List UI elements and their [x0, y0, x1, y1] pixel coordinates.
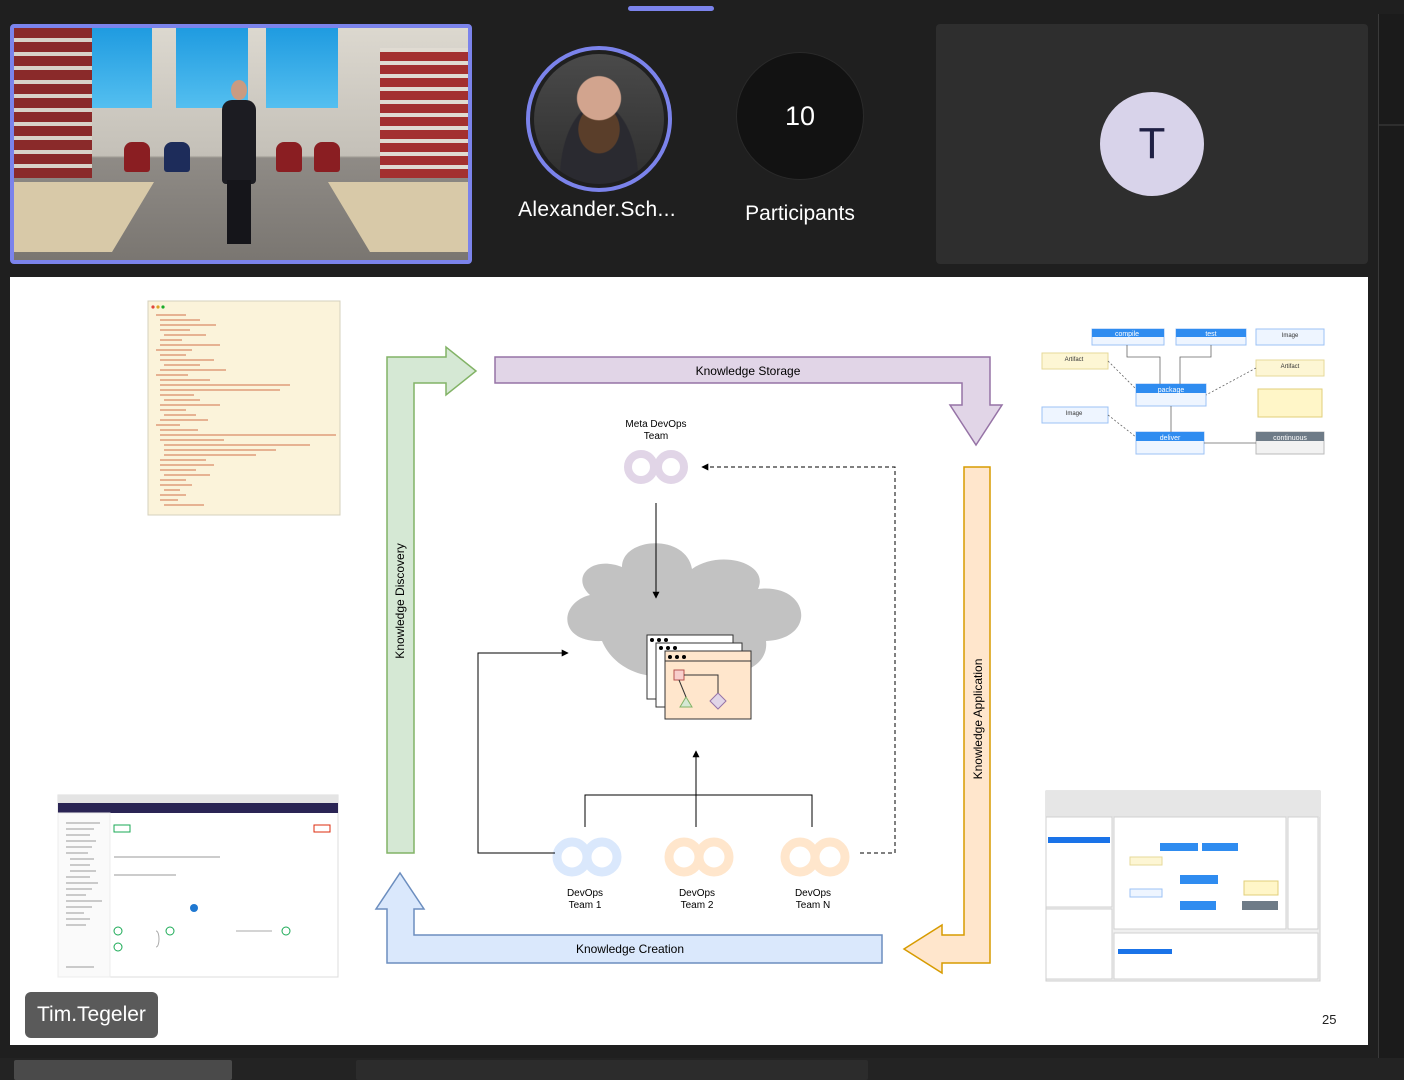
video-bookshelf: [14, 28, 92, 178]
participant-thumbnail[interactable]: [14, 1060, 232, 1080]
gitlab-pipeline-thumbnail: [57, 794, 339, 978]
team1-label-line1: DevOps: [567, 888, 603, 899]
participants-label: Participants: [745, 202, 855, 225]
shared-slide: compile test package deliver continuous …: [10, 277, 1368, 1045]
teamn-label-line2: Team N: [796, 900, 830, 911]
speaker-avatar[interactable]: [526, 46, 672, 192]
ide-thumbnail: [1045, 790, 1321, 982]
video-person: [220, 80, 258, 244]
knowledge-base-cloud: [567, 543, 802, 720]
team2-infinity-icon: [664, 837, 734, 877]
knowledge-creation-label: Knowledge Creation: [576, 942, 684, 956]
participants-count-button[interactable]: 10: [736, 52, 864, 180]
knowledge-discovery-label: Knowledge Discovery: [393, 543, 407, 658]
pipeline-model-thumbnail: compile test package deliver continuous …: [1040, 307, 1330, 467]
team2-label-line2: Team 2: [681, 900, 714, 911]
code-thumbnail: [147, 300, 341, 516]
slide-diagram: compile test package deliver continuous …: [57, 300, 1330, 982]
drag-handle[interactable]: [628, 6, 714, 11]
team1-label-line2: Team 1: [569, 900, 602, 911]
video-chair: [276, 142, 302, 172]
participant-thumbnail[interactable]: [356, 1060, 868, 1080]
pipeline-node-label: continuous: [1273, 435, 1307, 442]
video-chair: [314, 142, 340, 172]
teamn-infinity-icon: [780, 837, 850, 877]
participant-initial-avatar: T: [1100, 92, 1204, 196]
pipeline-node-label: package: [1158, 387, 1185, 394]
knowledge-application-label: Knowledge Application: [971, 659, 985, 780]
bottom-participant-strip: [0, 1058, 1404, 1080]
video-chair: [124, 142, 150, 172]
speaker-avatar-photo: [534, 54, 664, 184]
participant-tile-t[interactable]: T: [936, 24, 1368, 264]
slide-page-number: 25: [1322, 1012, 1337, 1027]
pipeline-field-label: Image: [1066, 411, 1083, 417]
meta-team-label-line2: Team: [644, 431, 668, 442]
presenter-video-tile[interactable]: [10, 24, 472, 264]
video-bookshelf: [380, 48, 468, 178]
meta-team-infinity-icon: [624, 450, 688, 484]
pipeline-node-label: test: [1205, 331, 1216, 338]
teamn-label-line1: DevOps: [795, 888, 831, 899]
team1-infinity-icon: [552, 837, 622, 877]
participant-initial: T: [1138, 119, 1166, 168]
pipeline-field-label: Artifact: [1281, 364, 1300, 370]
side-panel-edge: [1378, 14, 1404, 1060]
presenter-name-chip: Tim.Tegeler: [25, 992, 158, 1038]
video-window-pane: [266, 28, 338, 108]
team2-label-line1: DevOps: [679, 888, 715, 899]
video-window-pane: [80, 28, 152, 108]
pipeline-field-label: Image: [1282, 333, 1299, 339]
knowledge-discovery-arrow: [386, 345, 478, 854]
video-chair: [164, 142, 190, 172]
meta-team-label-line1: Meta DevOps: [625, 419, 686, 430]
knowledge-storage-arrow: [494, 356, 1004, 447]
diagram-connectors: [477, 463, 896, 854]
pipeline-node-label: compile: [1115, 331, 1139, 338]
participants-count: 10: [784, 100, 816, 131]
knowledge-storage-label: Knowledge Storage: [696, 364, 801, 378]
speaker-name: Alexander.Sch...: [518, 198, 676, 221]
knowledge-creation-arrow: [374, 871, 883, 964]
pipeline-node-label: deliver: [1160, 435, 1181, 442]
knowledge-application-arrow: [902, 466, 991, 975]
pipeline-field-label: Artifact: [1065, 357, 1084, 363]
